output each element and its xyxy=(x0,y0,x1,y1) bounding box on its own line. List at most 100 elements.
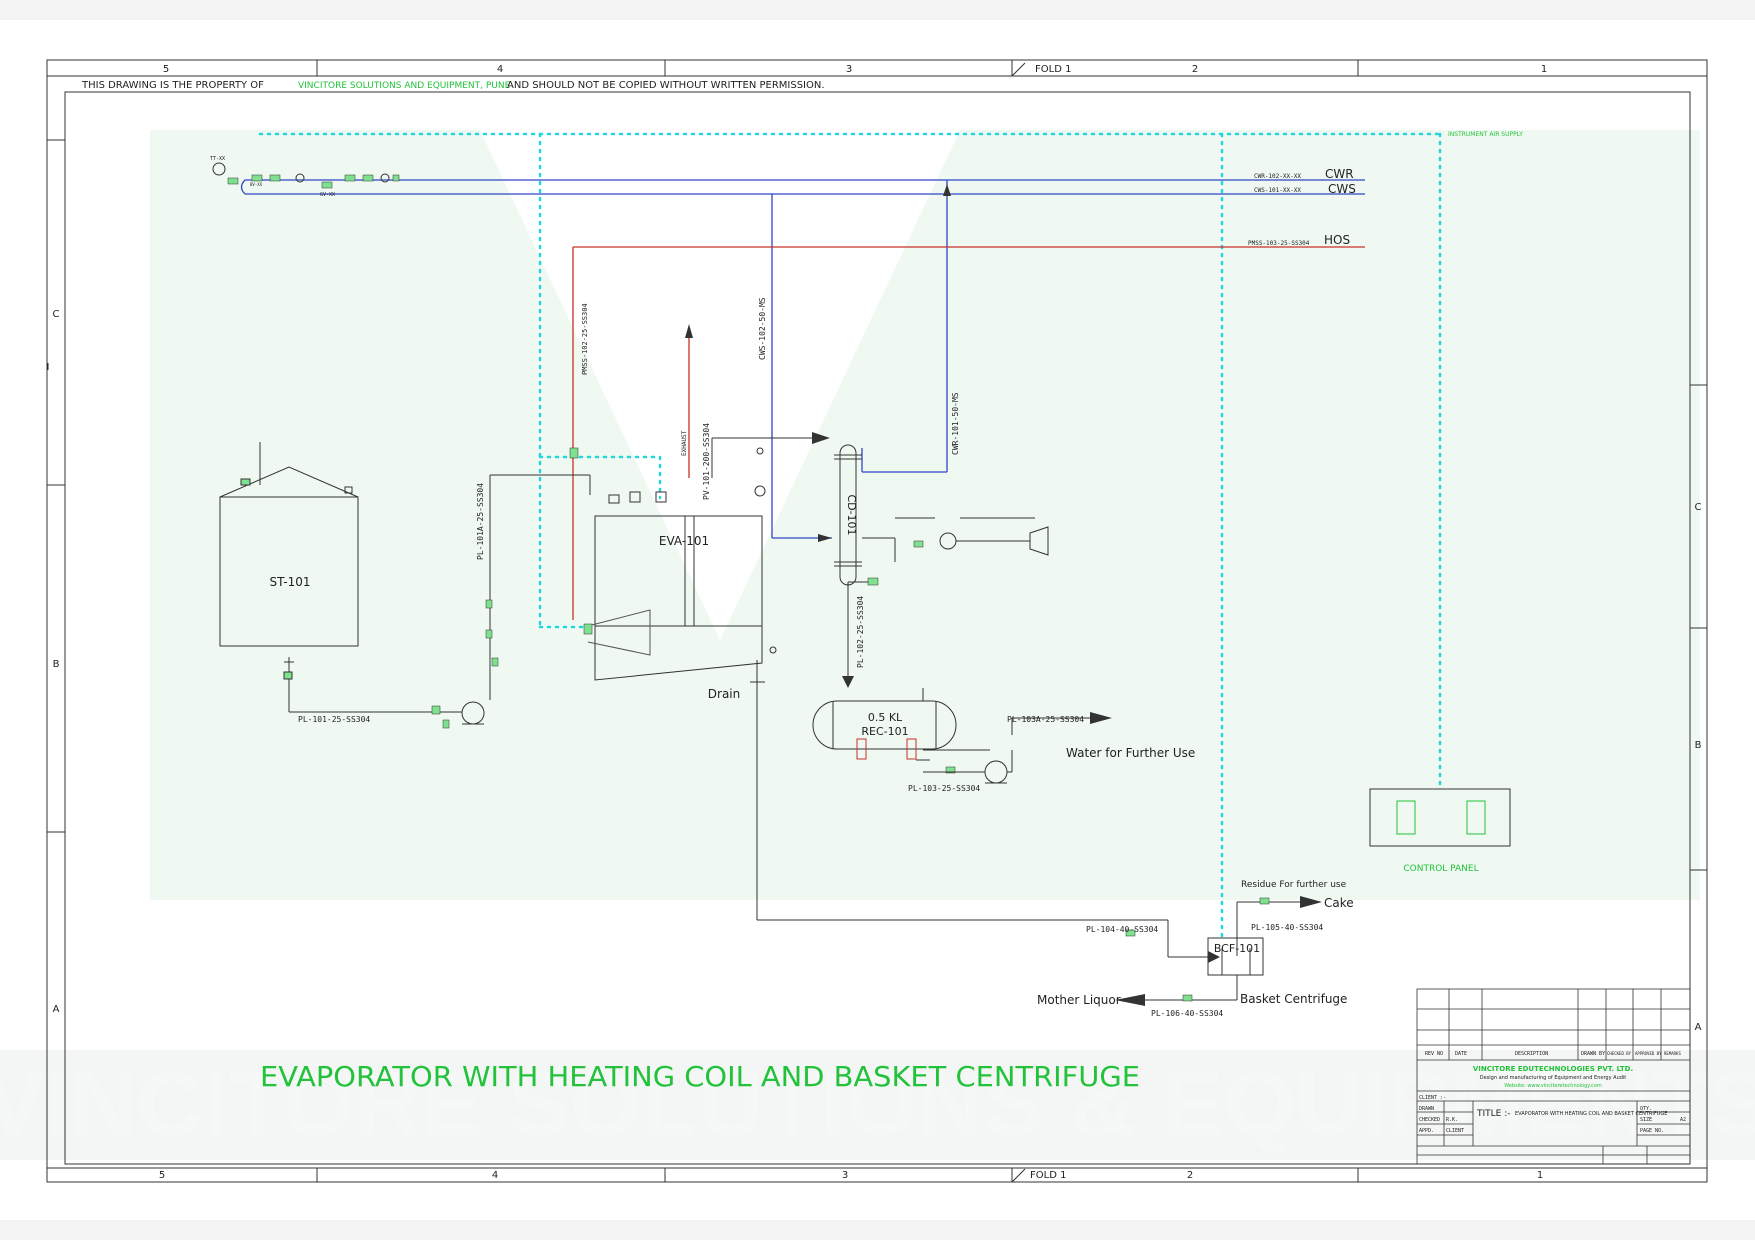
gv-tag: GV-XX xyxy=(320,192,335,198)
vacuum-pump xyxy=(913,526,1049,556)
zone-bottom-4: 4 xyxy=(492,1170,498,1181)
tb-website: Website: www.vincitoretechnology.com xyxy=(1504,1083,1602,1089)
tag-pl103: PL-103-25-SS304 xyxy=(908,784,980,793)
cooling-water-lines xyxy=(240,179,1365,539)
zone-top-fold: FOLD 1 xyxy=(1035,64,1071,75)
rev-header-date: DATE xyxy=(1455,1051,1467,1057)
zone-top-3: 3 xyxy=(846,64,852,75)
basket-label: Basket Centrifuge xyxy=(1240,992,1347,1006)
bcf101-label: BCF-101 xyxy=(1214,942,1260,955)
zone-bottom-3: 3 xyxy=(842,1170,848,1181)
cwr-label: CWR xyxy=(1325,167,1354,181)
evaporator-eva101 xyxy=(569,447,777,683)
tb-size: SIZE xyxy=(1640,1117,1652,1123)
tag-pv101: PV-101-200-SS304 xyxy=(702,423,711,500)
eva101-label: EVA-101 xyxy=(659,534,709,548)
st101-label: ST-101 xyxy=(269,575,310,589)
tag-pl104: PL-104-40-SS304 xyxy=(1086,925,1158,934)
tag-exhaust: EXHAUST xyxy=(681,430,688,456)
zone-top-1: 1 xyxy=(1541,64,1547,75)
instrument-air-lines xyxy=(258,132,1442,942)
tag-pl101a: PL-101A-25-SS304 xyxy=(476,483,485,560)
zone-left-c: C xyxy=(53,309,60,320)
notice-suffix: AND SHOULD NOT BE COPIED WITHOUT WRITTEN… xyxy=(507,80,825,91)
tag-pl102: PL-102-25-SS304 xyxy=(856,596,865,668)
tb-client-short: CLIENT xyxy=(1446,1128,1464,1134)
zone-right-b: B xyxy=(1695,740,1702,751)
rev-header-drawn: DRAWN BY xyxy=(1581,1051,1605,1057)
tag-pl101: PL-101-25-SS304 xyxy=(298,715,370,724)
drawing-sheet: VINCITORE SOLUTIONS & EQUIPMENTS 5 4 3 F… xyxy=(0,20,1755,1220)
zone-right-a: A xyxy=(1695,1022,1702,1033)
zone-bottom-1: 1 xyxy=(1537,1170,1543,1181)
cooling-instrument-cluster: TT-XX GV-XX BV-XX xyxy=(210,156,400,198)
tt-tag: TT-XX xyxy=(210,156,225,162)
control-panel xyxy=(1369,788,1511,847)
tb-page: PAGE NO. xyxy=(1640,1128,1664,1134)
cwr-arrow xyxy=(943,184,951,196)
cws-label: CWS xyxy=(1328,182,1356,196)
utility-labels: CWR-102-XX-XX CWR CWS-101-XX-XX CWS PMSS… xyxy=(1248,167,1356,247)
hot-oil-lines xyxy=(572,246,1365,620)
stream-labels: Water for Further Use Residue For furthe… xyxy=(1037,746,1354,1007)
condenser-cd101 xyxy=(754,444,879,586)
tag-pl103a: PL-103A-25-SS304 xyxy=(1007,715,1084,724)
tag-pmss102: PMSS-102-25-SS304 xyxy=(581,303,589,375)
rev-header-checked: CHECKED BY xyxy=(1607,1051,1632,1056)
zone-right-c: C xyxy=(1695,502,1702,513)
border-frame xyxy=(46,59,1708,1183)
rev-header-remarks: REMARKS xyxy=(1664,1051,1681,1056)
drain-label: Drain xyxy=(708,687,740,701)
title-block-text: REV NO DATE DESCRIPTION DRAWN BY CHECKED… xyxy=(1419,1051,1686,1134)
cwr-line-tag: CWR-102-XX-XX xyxy=(1254,173,1301,180)
zone-bottom-2: 2 xyxy=(1187,1170,1193,1181)
zone-bottom-5: 5 xyxy=(159,1170,165,1181)
centrifuge-bcf101 xyxy=(1125,897,1270,1002)
receiver-rec101 xyxy=(812,688,957,761)
zone-bottom-fold: FOLD 1 xyxy=(1030,1170,1066,1181)
tb-drawn: DRAWN xyxy=(1419,1106,1434,1112)
drawing-title: EVAPORATOR WITH HEATING COIL AND BASKET … xyxy=(260,1060,1140,1093)
hos-line-tag: PMSS-103-25-SS304 xyxy=(1248,240,1310,247)
zone-top-5: 5 xyxy=(163,64,169,75)
zone-labels: 5 4 3 FOLD 1 2 1 5 4 3 FOLD 1 2 1 C I B … xyxy=(47,64,1702,1181)
tb-title-text: EVAPORATOR WITH HEATING COIL AND BASKET … xyxy=(1515,1111,1667,1117)
residue-label: Residue For further use xyxy=(1241,880,1347,890)
exhaust-arrow xyxy=(685,324,693,338)
tag-cws102: CWS-102-50-MS xyxy=(758,297,767,360)
tag-pl106: PL-106-40-SS304 xyxy=(1151,1009,1223,1018)
air-supply-label: INSTRUMENT AIR SUPPLY xyxy=(1448,131,1523,138)
property-notice: THIS DRAWING IS THE PROPERTY OF VINCITOR… xyxy=(81,80,825,91)
notice-prefix: THIS DRAWING IS THE PROPERTY OF xyxy=(81,80,264,91)
line-tags: PL-101-25-SS304 PL-101A-25-SS304 PMSS-10… xyxy=(298,297,1323,1018)
watermark: VINCITORE SOLUTIONS & EQUIPMENTS xyxy=(0,130,1755,1160)
pid-diagram: VINCITORE SOLUTIONS & EQUIPMENTS 5 4 3 F… xyxy=(0,59,1755,1183)
storage-tank-st101 xyxy=(219,442,359,680)
rev-header-desc: DESCRIPTION xyxy=(1515,1051,1548,1057)
tb-title-label: TITLE :- xyxy=(1476,1109,1511,1119)
tb-company: VINCITORE EDUTECHNOLOGIES PVT. LTD. xyxy=(1473,1065,1633,1073)
cd101-label: CD-101 xyxy=(845,494,858,535)
cake-label: Cake xyxy=(1324,896,1354,910)
watermark-text: VINCITORE SOLUTIONS & EQUIPMENTS xyxy=(0,1053,1755,1155)
rec101-label: REC-101 xyxy=(861,725,908,738)
zone-left-i: I xyxy=(47,362,50,373)
transfer-pump xyxy=(923,750,1013,784)
hos-label: HOS xyxy=(1324,233,1350,247)
zone-top-2: 2 xyxy=(1192,64,1198,75)
cws-line-tag: CWS-101-XX-XX xyxy=(1254,187,1301,194)
rec-capacity: 0.5 KL xyxy=(868,711,903,724)
mother-liquor-label: Mother Liquor xyxy=(1037,993,1121,1007)
tag-pl105: PL-105-40-SS304 xyxy=(1251,923,1323,932)
rev-header-no: REV NO xyxy=(1425,1051,1443,1057)
zone-left-b: B xyxy=(53,659,60,670)
tb-qty: QTY. xyxy=(1640,1106,1652,1112)
tb-checked-by: R.K. xyxy=(1446,1117,1458,1123)
tb-checked: CHECKED xyxy=(1419,1117,1440,1123)
rev-header-approved: APPROVED BY xyxy=(1635,1051,1662,1056)
notice-company: VINCITORE SOLUTIONS AND EQUIPMENT, PUNE xyxy=(298,81,511,91)
title-block xyxy=(1416,988,1691,1165)
control-panel-label: CONTROL PANEL xyxy=(1403,864,1478,874)
tb-client: CLIENT :- xyxy=(1419,1095,1446,1101)
zone-top-4: 4 xyxy=(497,64,503,75)
